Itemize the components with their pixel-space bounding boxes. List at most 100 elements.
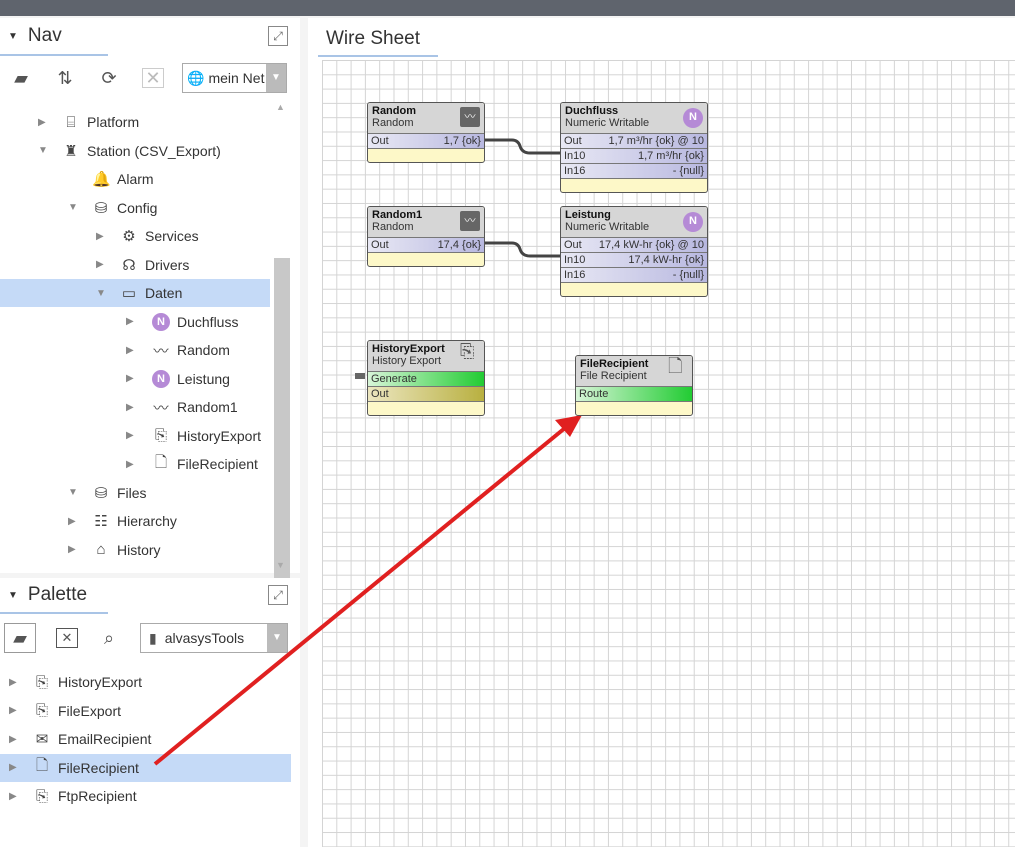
maximize-icon[interactable]: ⤢ bbox=[268, 26, 288, 46]
chevron-down-icon[interactable]: ▼ bbox=[266, 64, 286, 92]
tree-item[interactable]: ▶ ⚙ Services bbox=[0, 222, 270, 250]
close-icon[interactable]: ✕ bbox=[56, 628, 78, 648]
refresh-icon[interactable]: ⟳ bbox=[101, 67, 117, 88]
palette-item[interactable]: ▶ ✉ EmailRecipient bbox=[0, 725, 291, 753]
close-icon[interactable]: ✕ bbox=[142, 68, 164, 88]
slot-name: Out bbox=[371, 388, 389, 400]
collapsed-arrow-icon[interactable]: ▶ bbox=[126, 373, 134, 384]
module-select[interactable]: ▮ alvasysTools ▼ bbox=[140, 623, 288, 653]
wire-random1-leistung bbox=[484, 241, 562, 258]
block-type: History Export bbox=[372, 355, 442, 367]
collapsed-arrow-icon[interactable]: ▶ bbox=[68, 544, 76, 555]
collapse-icon[interactable]: ▼ bbox=[8, 589, 18, 601]
collapsed-arrow-icon[interactable]: ▶ bbox=[9, 790, 17, 802]
tree-item-label: Daten bbox=[145, 285, 183, 301]
top-bar bbox=[0, 0, 1015, 16]
tree-item[interactable]: ▶ ⌸ Platform bbox=[0, 108, 270, 136]
expanded-arrow-icon[interactable]: ▼ bbox=[68, 202, 78, 213]
block-name: HistoryExport bbox=[372, 343, 445, 355]
tree-item[interactable]: ▶ ☷ Hierarchy bbox=[0, 507, 270, 535]
new-folder-icon[interactable]: ▰ bbox=[14, 67, 28, 88]
block-name: Random1 bbox=[372, 209, 423, 221]
tree-item[interactable]: ▶ ⌂ History bbox=[0, 536, 270, 564]
slot-name: In10 bbox=[564, 254, 586, 266]
tree-item-label: Alarm bbox=[117, 171, 154, 187]
palette-item-label: FileExport bbox=[58, 702, 122, 719]
file-icon: 🗋 bbox=[668, 356, 683, 376]
collapsed-arrow-icon[interactable]: ▶ bbox=[9, 762, 17, 773]
random-icon: 〰 bbox=[460, 211, 480, 231]
collapsed-arrow-icon[interactable]: ▶ bbox=[126, 316, 134, 327]
palette-item[interactable]: ▶ ⎘ FileExport bbox=[0, 697, 291, 725]
slot-name: Out bbox=[564, 239, 582, 251]
collapsed-arrow-icon[interactable]: ▶ bbox=[126, 458, 134, 470]
block-name: Duchfluss bbox=[565, 105, 619, 117]
tree-item[interactable]: 🔔 Alarm bbox=[0, 165, 270, 193]
expanded-arrow-icon[interactable]: ▼ bbox=[68, 487, 78, 498]
tree-item[interactable]: ▶ N Duchfluss bbox=[0, 308, 270, 336]
collapse-icon[interactable]: ▼ bbox=[8, 30, 18, 42]
folder-icon: ▭ bbox=[121, 285, 137, 302]
collapsed-arrow-icon[interactable]: ▶ bbox=[38, 116, 46, 128]
tree-item-label: Hierarchy bbox=[117, 513, 177, 529]
palette-panel: ▼Palette ⤢ ▰ ✕ ⌕ ▮ alvasysTools ▼ ▶ ⎘ Hist… bbox=[0, 578, 300, 847]
tree-item[interactable]: ▼ ⛁ Files bbox=[0, 479, 270, 507]
tab-wire-sheet[interactable]: Wire Sheet bbox=[318, 20, 438, 57]
tree-item[interactable]: ▼ ⛁ Config bbox=[0, 194, 270, 222]
chevron-down-icon[interactable]: ▼ bbox=[267, 624, 287, 652]
scrollbar[interactable]: ▲ ▼ bbox=[272, 98, 290, 610]
collapsed-arrow-icon[interactable]: ▶ bbox=[9, 733, 17, 745]
collapsed-arrow-icon[interactable]: ▶ bbox=[68, 515, 76, 527]
block-name: Random bbox=[372, 105, 416, 117]
tree-item[interactable]: ▼ ▭ Daten bbox=[0, 279, 270, 307]
scrollbar-thumb[interactable] bbox=[274, 258, 290, 610]
collapsed-arrow-icon[interactable]: ▶ bbox=[96, 259, 104, 270]
palette-item[interactable]: ▶ ⎘ FtpRecipient bbox=[0, 782, 291, 810]
sort-icon[interactable]: ⇅ bbox=[57, 67, 73, 88]
component-icon: ⎘ bbox=[35, 702, 48, 719]
tree-item[interactable]: ▶ 〰 Random1 bbox=[0, 393, 270, 421]
jar-icon: ▮ bbox=[149, 629, 157, 646]
tree-item-label: Station (CSV_Export) bbox=[87, 142, 221, 159]
tree-item[interactable]: ▶ ⎘ HistoryExport bbox=[0, 422, 270, 450]
find-icon[interactable]: ⌕ bbox=[103, 627, 115, 648]
collapsed-arrow-icon[interactable]: ▶ bbox=[126, 430, 134, 441]
tree-item[interactable]: ▶ 〰 Random bbox=[0, 336, 270, 364]
palette-item-label: FtpRecipient bbox=[58, 788, 137, 804]
collapsed-arrow-icon[interactable]: ▶ bbox=[9, 676, 17, 688]
chart-icon: 〰 bbox=[153, 399, 169, 417]
tree-item[interactable]: ▼ ♜ Station (CSV_Export) bbox=[0, 137, 270, 165]
module-label: alvasysTools bbox=[164, 630, 245, 646]
tree-item-label: Platform bbox=[87, 114, 140, 130]
slot-name: Out bbox=[371, 239, 389, 251]
network-label: mein Net bbox=[208, 70, 265, 86]
palette-tab[interactable]: ▼Palette bbox=[0, 578, 108, 614]
collapsed-arrow-icon[interactable]: ▶ bbox=[96, 230, 104, 242]
slot-name: Out bbox=[371, 135, 389, 147]
nav-tab[interactable]: ▼Nav bbox=[0, 18, 108, 56]
network-select[interactable]: 🌐mein Net▼ bbox=[182, 63, 287, 93]
palette-item[interactable]: ▶ 🗋 FileRecipient bbox=[0, 753, 291, 782]
tree-item-label: Duchfluss bbox=[177, 313, 239, 330]
collapsed-arrow-icon[interactable]: ▶ bbox=[126, 401, 134, 413]
open-folder-icon[interactable]: ▰ bbox=[4, 623, 36, 653]
tree-item-label: Leistung bbox=[177, 370, 230, 387]
maximize-icon[interactable]: ⤢ bbox=[268, 585, 288, 605]
expanded-arrow-icon[interactable]: ▼ bbox=[38, 145, 48, 156]
tree-item[interactable]: ▶ 🗋 FileRecipient bbox=[0, 450, 270, 478]
tree-item[interactable]: ▶ ☊ Drivers bbox=[0, 251, 270, 279]
tree-item[interactable]: ▶ N Leistung bbox=[0, 365, 270, 393]
slot-name: In16 bbox=[564, 269, 586, 281]
expanded-arrow-icon[interactable]: ▼ bbox=[96, 287, 106, 299]
slot-value: 17,4 {ok} bbox=[437, 239, 481, 251]
slot-name: In10 bbox=[564, 150, 586, 162]
palette-item[interactable]: ▶ ⎘ HistoryExport bbox=[0, 668, 291, 696]
collapsed-arrow-icon[interactable]: ▶ bbox=[9, 705, 17, 716]
collapsed-arrow-icon[interactable]: ▶ bbox=[126, 344, 134, 356]
